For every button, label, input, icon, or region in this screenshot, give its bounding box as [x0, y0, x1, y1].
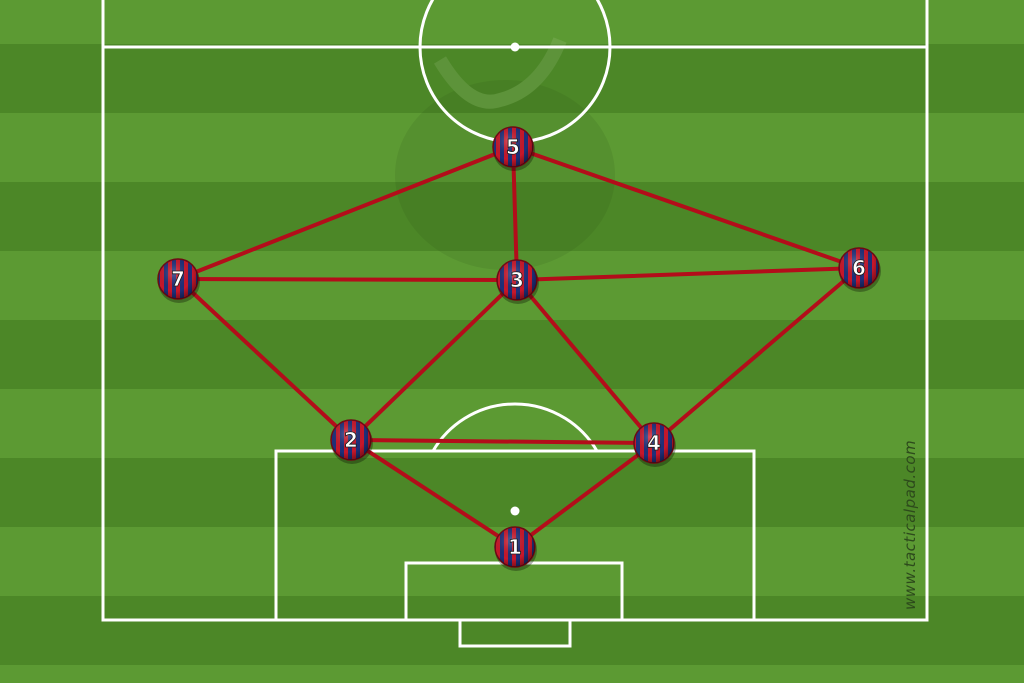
- connection-p4-p1: [513, 441, 656, 549]
- connection-p2-p4: [349, 438, 656, 445]
- player-shading: [495, 527, 535, 567]
- connections-layer: [176, 145, 861, 549]
- goal: [458, 618, 572, 648]
- player-4[interactable]: 4: [633, 422, 676, 467]
- center-emblem: [395, 37, 615, 270]
- connection-p7-p2: [176, 277, 353, 442]
- player-3[interactable]: 3: [496, 259, 539, 304]
- connection-p2-p1: [349, 438, 517, 549]
- connection-p7-p3: [176, 277, 519, 282]
- player-shading: [331, 420, 371, 460]
- player-number: 2: [344, 428, 358, 452]
- player-shading: [839, 248, 879, 288]
- watermark-text: www.tacticalpad.com: [901, 440, 919, 610]
- connection-p5-p6: [511, 145, 861, 270]
- connection-p3-p4: [515, 278, 656, 445]
- center-spot: [510, 42, 520, 52]
- connection-p2-p3: [349, 278, 519, 442]
- player-number: 3: [510, 268, 524, 292]
- player-2[interactable]: 2: [330, 419, 373, 464]
- penalty-arc: [431, 402, 599, 452]
- player-1[interactable]: 1: [494, 526, 537, 571]
- player-6[interactable]: 6: [838, 247, 881, 292]
- player-7[interactable]: 7: [157, 258, 200, 303]
- player-number: 5: [506, 135, 520, 159]
- connection-p5-p3: [511, 145, 519, 282]
- player-number: 6: [852, 256, 866, 280]
- player-number: 1: [508, 535, 522, 559]
- player-number: 4: [647, 431, 661, 455]
- players-layer: 1 2 3 4 5 6 7: [157, 126, 881, 571]
- connection-p6-p4: [652, 266, 861, 445]
- player-shading: [634, 423, 674, 463]
- penalty-spot: [510, 506, 520, 516]
- player-shading: [493, 127, 533, 167]
- player-shading: [158, 259, 198, 299]
- connection-p3-p6: [515, 266, 861, 282]
- player-shading: [497, 260, 537, 300]
- player-5[interactable]: 5: [492, 126, 535, 171]
- pitch-markings: [101, 0, 929, 648]
- player-number: 7: [171, 267, 185, 291]
- connection-p5-p7: [176, 145, 515, 281]
